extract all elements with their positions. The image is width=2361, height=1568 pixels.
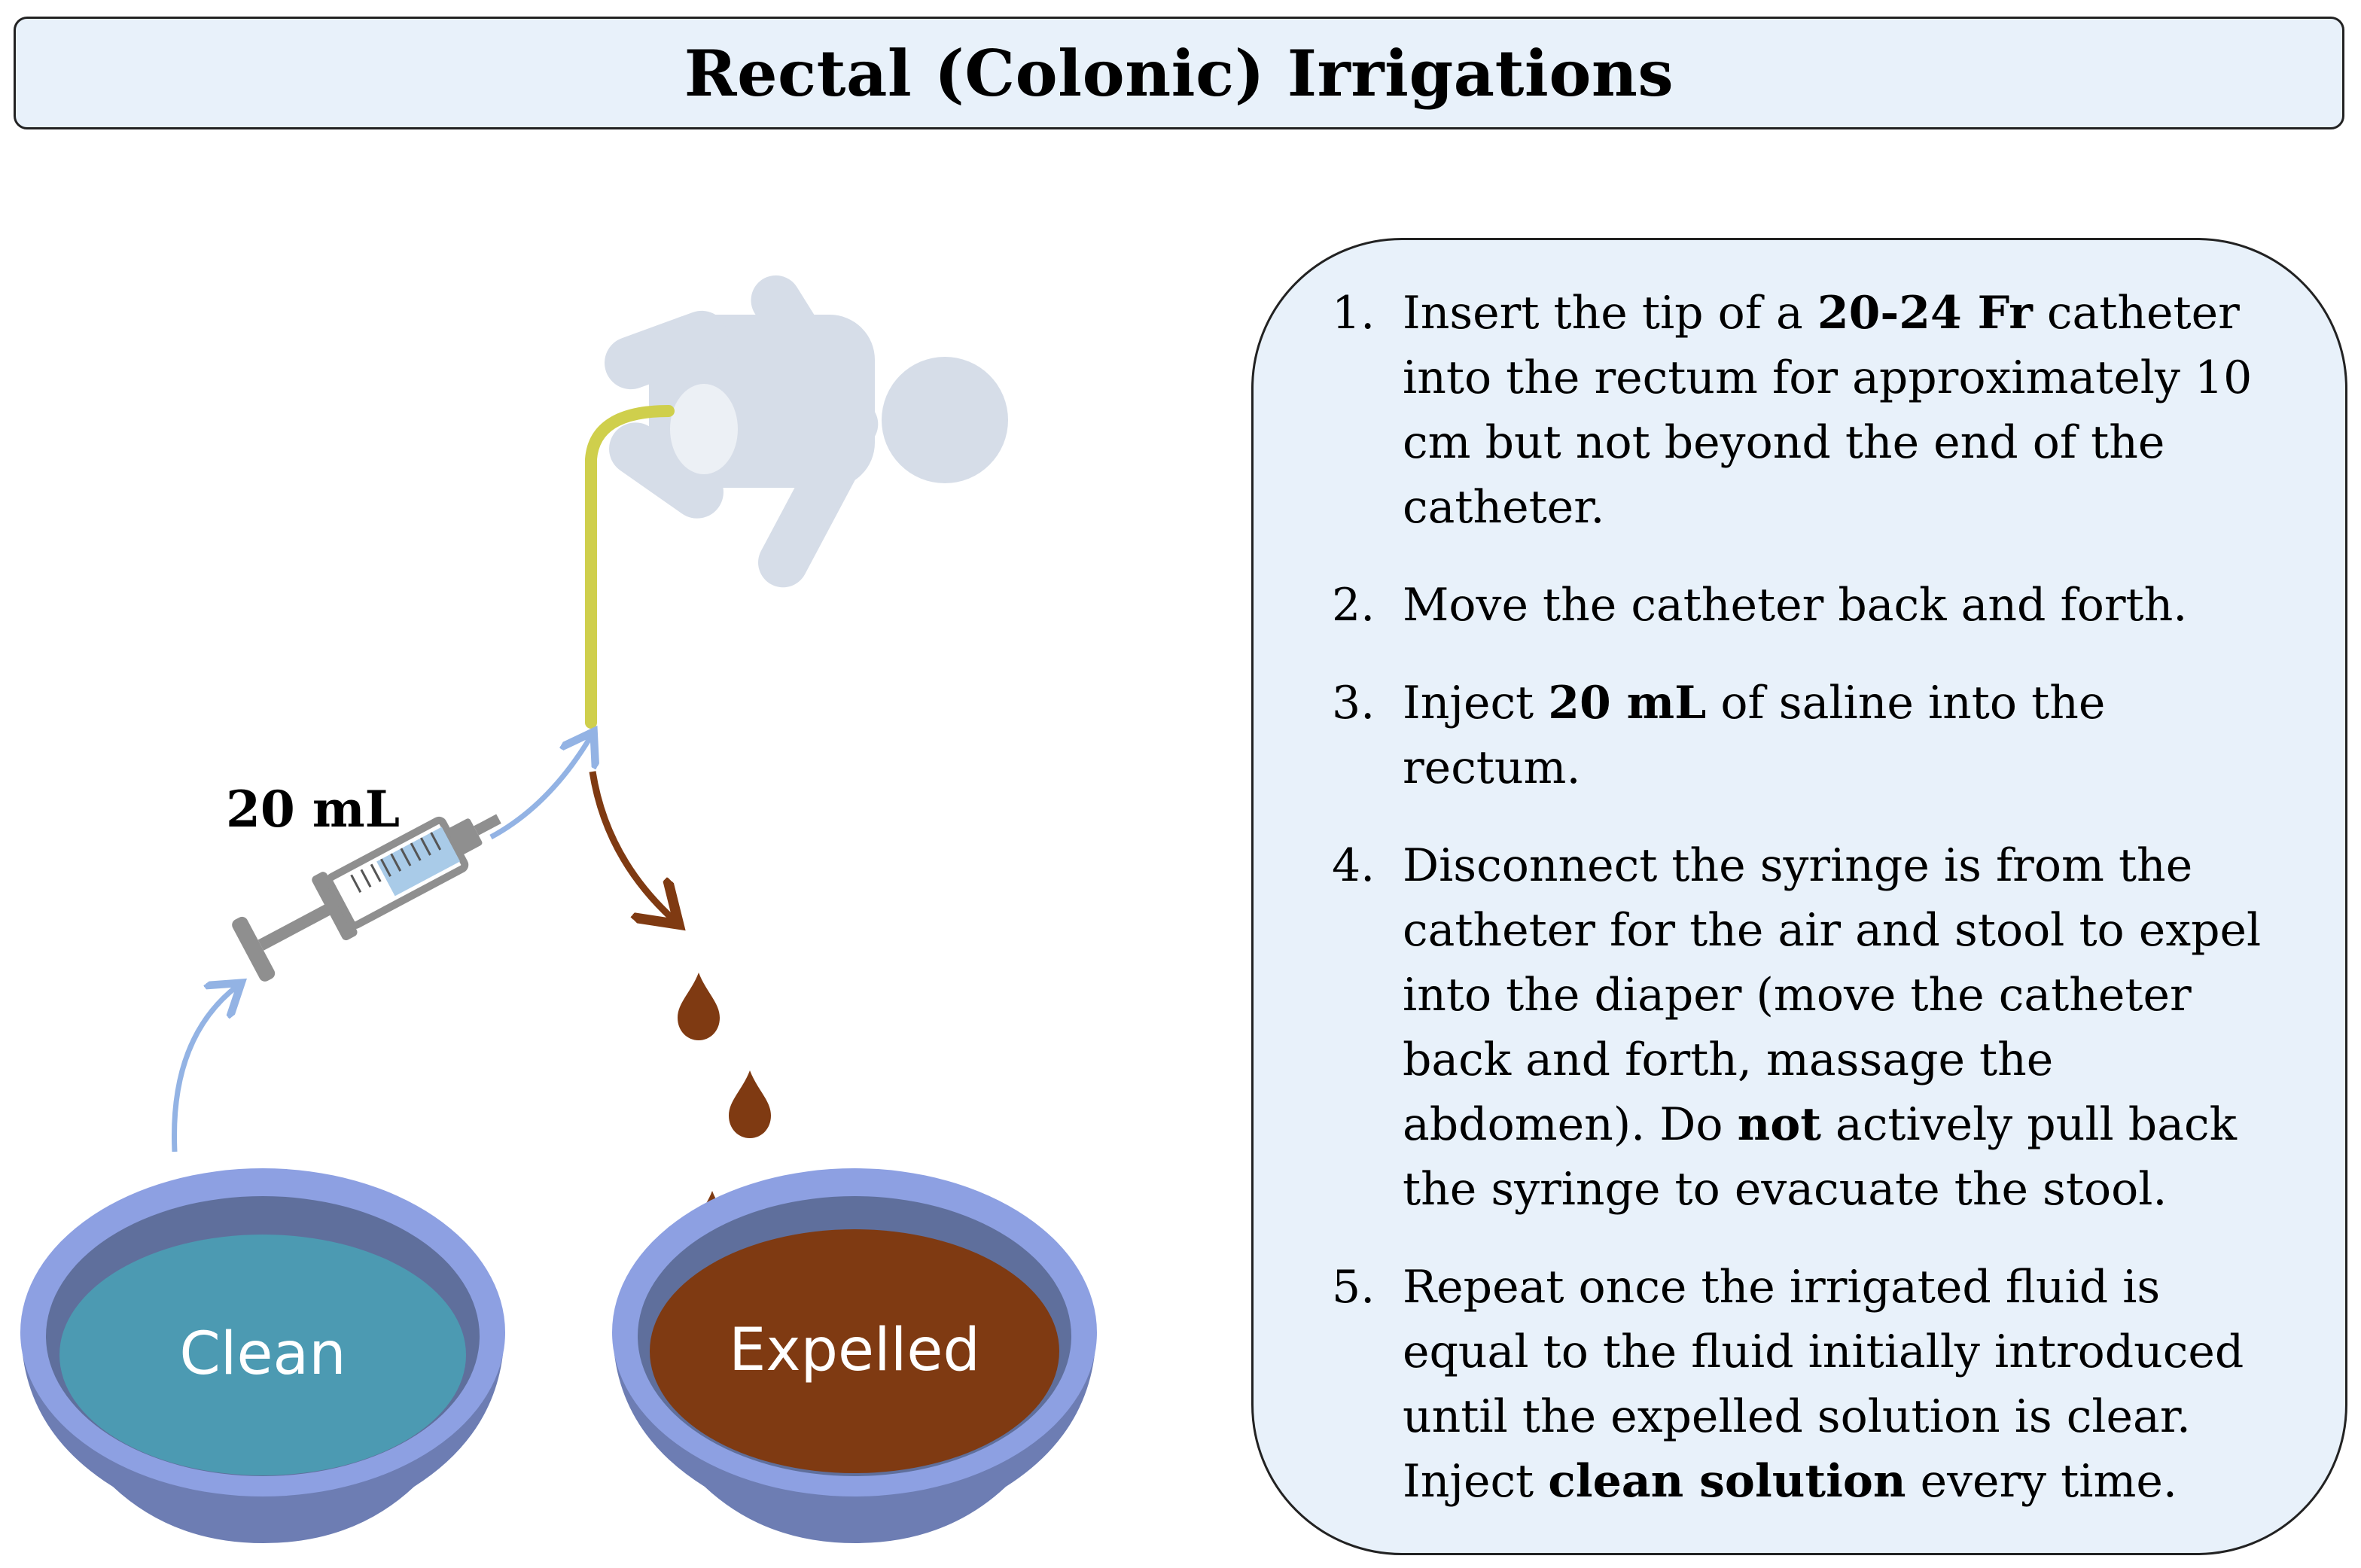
step-text-part: of saline into the rectum.	[1403, 677, 2106, 794]
instruction-step: 1. Insert the tip of a 20-24 Fr catheter…	[1332, 281, 2292, 540]
syringe-volume-label: 20 mL	[226, 780, 400, 839]
step-text-part: every time.	[1906, 1455, 2177, 1508]
step-text-part: actively pull back the syringe to evacua…	[1403, 1098, 2237, 1216]
step-text-part: Move the catheter back and forth.	[1403, 579, 2188, 632]
instructions-panel: 1. Insert the tip of a 20-24 Fr catheter…	[1251, 238, 2347, 1555]
step-text: Inject 20 mL of saline into the rectum.	[1403, 671, 2292, 800]
instruction-step: 2. Move the catheter back and forth.	[1332, 573, 2292, 638]
irrigation-illustration: 20 mL Clean Expelled	[20, 275, 1097, 1543]
step-text-part: catheter into the rectum for approximate…	[1403, 287, 2253, 534]
step-text-emphasis: clean solution	[1548, 1455, 1906, 1508]
step-number: 2.	[1332, 579, 1375, 632]
step-text: Repeat once the irrigated fluid is equal…	[1403, 1255, 2292, 1514]
catheter-tube	[585, 405, 675, 729]
title-banner: Rectal (Colonic) Irrigations	[14, 17, 2344, 129]
step-text-emphasis: not	[1737, 1098, 1821, 1151]
step-text-emphasis: 20 mL	[1548, 677, 1707, 729]
instruction-step: 3. Inject 20 mL of saline into the rectu…	[1332, 671, 2292, 800]
step-number: 1.	[1332, 287, 1375, 339]
step-text: Disconnect the syringe is from the cathe…	[1403, 833, 2292, 1222]
step-number: 3.	[1332, 677, 1375, 729]
instruction-step: 5. Repeat once the irrigated fluid is eq…	[1332, 1255, 2292, 1514]
step-text-part: Disconnect the syringe is from the cathe…	[1403, 839, 2262, 1151]
flow-arrow-syringe-to-catheter	[489, 736, 591, 840]
clean-bowl: Clean	[20, 1168, 505, 1543]
step-text: Insert the tip of a 20-24 Fr catheter in…	[1403, 281, 2292, 540]
instruction-step: 4. Disconnect the syringe is from the ca…	[1332, 833, 2292, 1222]
instruction-steps: 1. Insert the tip of a 20-24 Fr catheter…	[1332, 281, 2292, 1514]
page-title: Rectal (Colonic) Irrigations	[684, 35, 1674, 111]
step-number: 4.	[1332, 839, 1375, 892]
step-text-part: Insert the tip of a	[1403, 287, 1817, 339]
baby-icon	[605, 275, 1008, 588]
step-text-part: Repeat once the irrigated fluid is equal…	[1403, 1261, 2244, 1508]
step-text-part: Inject	[1403, 677, 1549, 729]
syringe-icon	[232, 814, 501, 982]
clean-bowl-label: Clean	[179, 1320, 346, 1388]
step-text-emphasis: 20-24 Fr	[1817, 287, 2033, 339]
step-text: Move the catheter back and forth.	[1403, 573, 2292, 638]
flow-arrow-expelled	[589, 771, 674, 920]
expelled-bowl: Expelled	[612, 1168, 1097, 1543]
step-number: 5.	[1332, 1261, 1375, 1314]
expelled-bowl-label: Expelled	[729, 1317, 980, 1384]
flow-arrow-clean-to-syringe	[172, 986, 237, 1152]
